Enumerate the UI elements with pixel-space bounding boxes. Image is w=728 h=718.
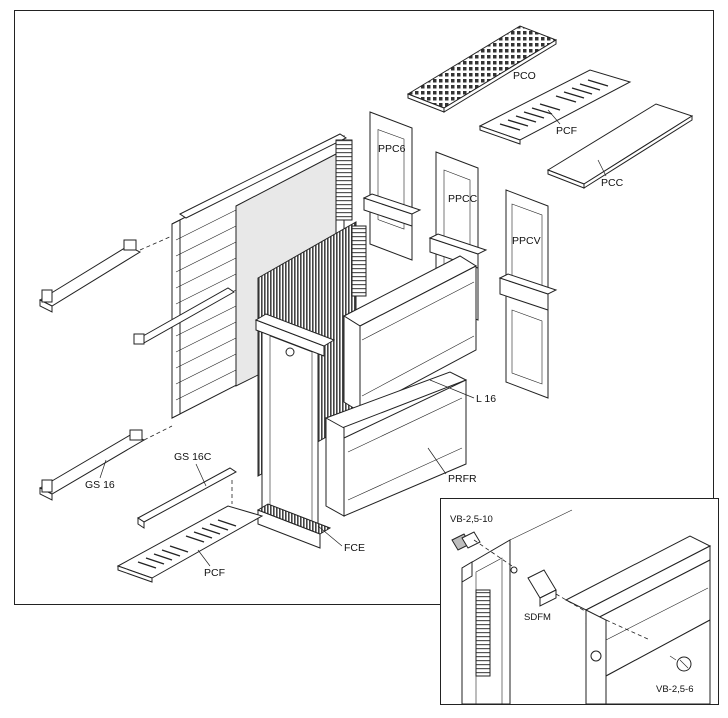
l16-rail xyxy=(342,255,478,413)
pcf-top-plate xyxy=(478,69,632,145)
vb-screw-top xyxy=(451,531,513,567)
guide-rail-upper xyxy=(38,239,142,313)
label-pco: PCO xyxy=(513,70,536,82)
label-pcf-top: PCF xyxy=(556,125,577,137)
label-vb-top: VB-2,5-10 xyxy=(450,514,493,525)
fce-front-frame xyxy=(254,313,336,549)
guide-rail-middle xyxy=(133,287,235,345)
label-l16: L 16 xyxy=(476,393,496,405)
label-pcf-bottom: PCF xyxy=(204,567,225,579)
detail-rail-profile xyxy=(564,535,712,705)
detail-inset: VB-2,5-10 SDFM VB-2,5-6 xyxy=(440,498,719,705)
pcf-bottom-plate xyxy=(116,505,264,583)
label-prfr: PRFR xyxy=(448,473,477,485)
label-ppc6: PPC6 xyxy=(378,143,406,155)
pcc-cover-plate xyxy=(546,103,694,189)
dashed-guide-2 xyxy=(143,425,173,441)
guide-rail-lower xyxy=(38,429,146,501)
drawing-frame xyxy=(14,10,714,605)
label-pcc: PCC xyxy=(601,177,624,189)
ppc6-panel xyxy=(362,111,422,261)
label-vb-bottom: VB-2,5-6 xyxy=(656,684,694,695)
label-sdfm: SDFM xyxy=(524,612,551,623)
label-ppcv: PPCV xyxy=(512,235,541,247)
ppcv-panel xyxy=(498,189,558,399)
vb-screw-bottom xyxy=(669,655,692,672)
label-gs16: GS 16 xyxy=(85,479,115,491)
sdfm-standoff xyxy=(527,569,591,615)
label-fce: FCE xyxy=(344,542,365,554)
gs16c-rail xyxy=(137,467,237,529)
label-ppcc: PPCC xyxy=(448,193,478,205)
pco-perforated-plate xyxy=(406,25,558,113)
prfr-rail xyxy=(324,371,468,517)
label-gs16c: GS 16C xyxy=(174,451,212,463)
dashed-guide-1 xyxy=(139,235,173,251)
